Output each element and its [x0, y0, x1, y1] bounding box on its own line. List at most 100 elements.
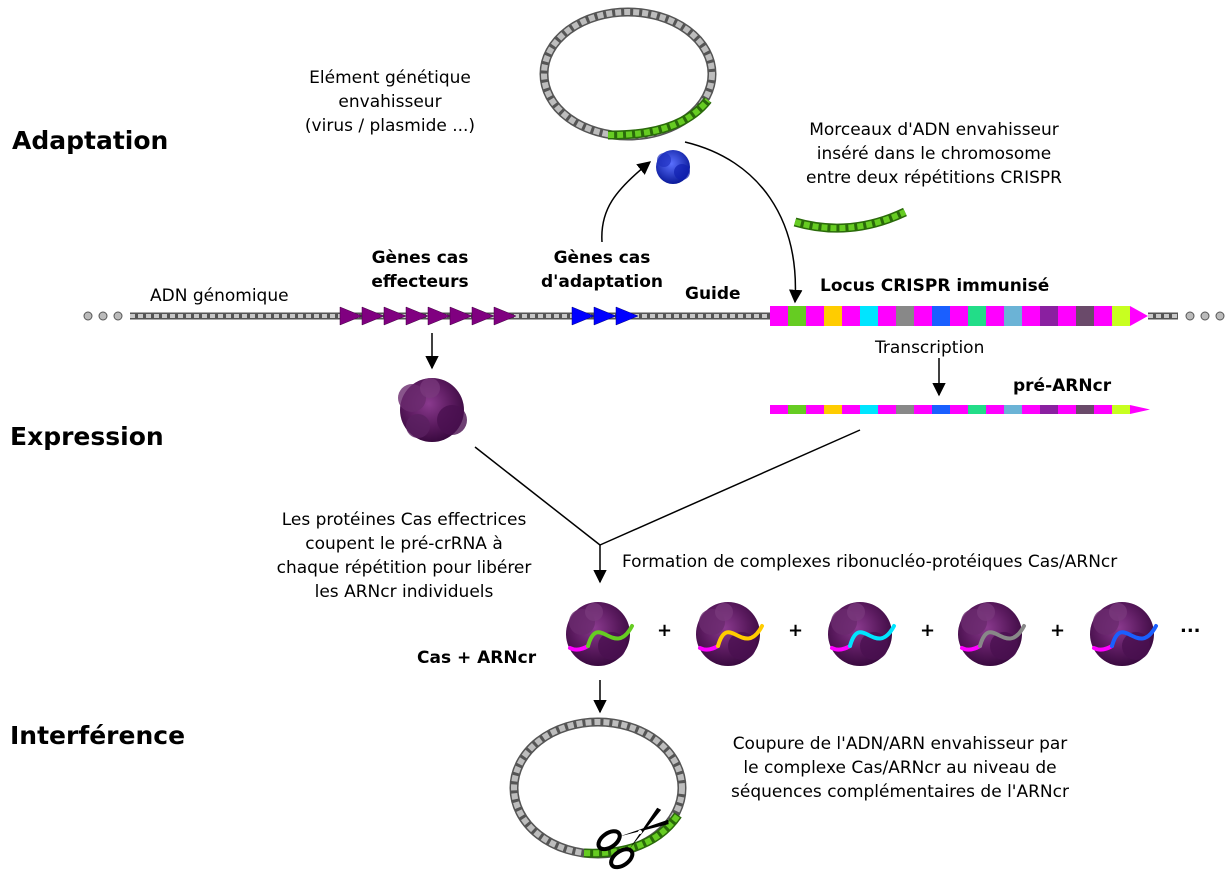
invader-label: Elément génétique envahisseur (virus / p… [290, 66, 490, 138]
effector-gene-arrow [405, 306, 429, 326]
adaptation-protein-icon [656, 150, 690, 184]
crispr-spacer [1076, 306, 1094, 326]
crispr-repeat [986, 306, 1004, 326]
crispr-repeat [950, 306, 968, 326]
fragment-label-line: inséré dans le chromosome [816, 144, 1052, 164]
cas-crrna-complex-icon [1090, 602, 1158, 666]
dna-fragment-icon [793, 207, 907, 233]
effector-gene-arrow [471, 306, 495, 326]
effector-gene-arrow [493, 306, 517, 326]
adaptation-genes-label-line: Gènes cas [553, 248, 651, 268]
cas-crrna-complex-icon [566, 602, 634, 666]
pre-crrna-repeat [806, 405, 824, 414]
fragment-label: Morceaux d'ADN envahisseur inséré dans l… [776, 118, 1092, 190]
crispr-spacer [860, 306, 878, 326]
pre-crrna-repeat [1058, 405, 1076, 414]
effector-gene-arrow [449, 306, 473, 326]
plus-sign: + [1050, 620, 1066, 641]
cleavage-label-line: chaque répétition pour libérer [276, 558, 532, 578]
cleavage-label-line: Les protéines Cas effectrices [281, 510, 527, 530]
pre-crrna-spacer [1076, 405, 1094, 414]
crispr-repeat [806, 306, 824, 326]
invader-plasmid-icon [539, 7, 717, 141]
crispr-repeat [842, 306, 860, 326]
pre-crrna-repeat [950, 405, 968, 414]
scissors-icon [596, 807, 669, 870]
cleavage-label-line: coupent le pré-crRNA à [305, 534, 503, 554]
pre-crrna-repeat [1022, 405, 1040, 414]
pre-crrna-spacer [1040, 405, 1058, 414]
crispr-spacer [968, 306, 986, 326]
ellipsis: ... [1180, 616, 1201, 637]
merge-line-left-icon [474, 446, 601, 546]
effector-genes-label-line: effecteurs [371, 272, 469, 292]
effector-gene-arrow [339, 306, 363, 326]
genomic-dna-label: ADN génomique [150, 286, 289, 306]
pre-crrna-spacer [968, 405, 986, 414]
pre-crrna-repeat [914, 405, 932, 414]
crispr-spacer [1040, 306, 1058, 326]
interference-label-line: séquences complémentaires de l'ARNcr [731, 782, 1069, 802]
phase-expression: Expression [10, 422, 164, 451]
crispr-repeat [770, 306, 788, 326]
pre-crrna-repeat [842, 405, 860, 414]
adaptation-genes-label: Gènes cas d'adaptation [524, 246, 680, 294]
pre-crrna-label: pré-ARNcr [1013, 376, 1112, 396]
cas-crrna-label: Cas + ARNcr [417, 648, 537, 668]
arrow-to-plasmid-icon [601, 161, 652, 243]
transcription-label: Transcription [875, 338, 985, 358]
adaptation-genes-icon [571, 306, 639, 326]
adaptation-gene-arrow [571, 306, 595, 326]
adaptation-gene-arrow [593, 306, 617, 326]
plus-sign: + [920, 620, 936, 641]
pre-crrna-repeat [1094, 405, 1112, 414]
fragment-label-line: entre deux répétitions CRISPR [806, 168, 1062, 188]
crispr-repeat [914, 306, 932, 326]
crispr-spacer [824, 306, 842, 326]
plus-sign: + [657, 620, 673, 641]
crispr-spacer [932, 306, 950, 326]
cas-crrna-complex-icon [958, 602, 1026, 666]
complex-formation-label: Formation de complexes ribonucléo-protéi… [622, 552, 1118, 572]
pre-crrna-spacer [932, 405, 950, 414]
pre-crrna-spacer [1112, 405, 1130, 414]
crispr-repeat [1058, 306, 1076, 326]
pre-crrna-spacer [824, 405, 842, 414]
effector-protein-icon [398, 378, 467, 442]
cas-crrna-complex-icon [696, 602, 764, 666]
cleavage-label-line: les ARNcr individuels [314, 582, 494, 602]
crispr-repeat [1022, 306, 1040, 326]
phase-interference: Interférence [10, 721, 186, 750]
locus-label: Locus CRISPR immunisé [820, 276, 1050, 296]
effector-gene-arrow [361, 306, 385, 326]
pre-crrna-arrow [1130, 405, 1150, 414]
crispr-spacer [1112, 306, 1130, 326]
fragment-label-line: Morceaux d'ADN envahisseur [809, 120, 1059, 140]
merge-line-right-icon [599, 429, 861, 546]
invader-label-line: envahisseur [338, 92, 442, 112]
phase-adaptation: Adaptation [12, 126, 169, 155]
crispr-spacer [1004, 306, 1022, 326]
arrow-to-locus-icon [684, 141, 803, 304]
invader-label-line: Elément génétique [309, 68, 471, 88]
crispr-repeat [1094, 306, 1112, 326]
crispr-spacer [788, 306, 806, 326]
adaptation-genes-label-line: d'adaptation [541, 272, 663, 292]
crispr-leader-arrow [1130, 306, 1148, 326]
cleavage-label: Les protéines Cas effectrices coupent le… [244, 508, 564, 604]
cas-crrna-complex-icon [828, 602, 896, 666]
crispr-repeat [878, 306, 896, 326]
pre-crrna-repeat [986, 405, 1004, 414]
invader-label-line: (virus / plasmide ...) [304, 116, 476, 136]
pre-crrna-repeat [878, 405, 896, 414]
pre-crrna-spacer [1004, 405, 1022, 414]
effector-gene-arrow [427, 306, 451, 326]
crispr-locus-icon [770, 306, 1148, 326]
pre-crrna-spacer [788, 405, 806, 414]
interference-label-line: le complexe Cas/ARNcr au niveau de [743, 758, 1057, 778]
guide-label: Guide [685, 284, 741, 304]
effector-genes-label: Gènes cas effecteurs [350, 246, 490, 294]
interference-label-line: Coupure de l'ADN/ARN envahisseur par [732, 734, 1068, 754]
